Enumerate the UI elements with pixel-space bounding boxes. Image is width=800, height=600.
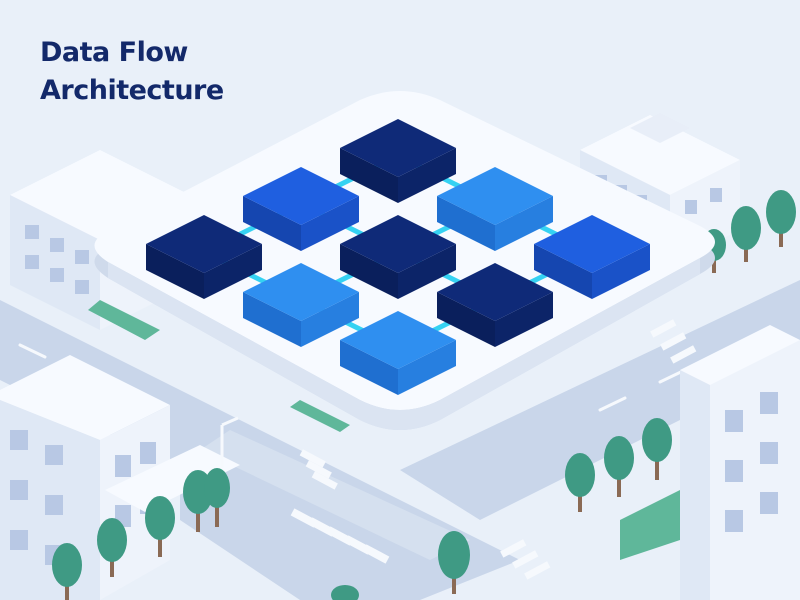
block-side-right	[398, 340, 456, 395]
server-block	[340, 311, 456, 395]
block-top	[340, 311, 456, 369]
block-top	[437, 167, 553, 225]
server-blocks	[146, 119, 650, 395]
block-side-left	[437, 196, 495, 251]
title-line-2: Architecture	[40, 75, 224, 106]
street-lamp	[220, 416, 239, 468]
block-side-left	[437, 292, 495, 347]
block-side-right	[301, 196, 359, 251]
block-side-left	[243, 196, 301, 251]
block-side-right	[495, 292, 553, 347]
block-top	[340, 215, 456, 273]
server-block	[437, 263, 553, 347]
server-block	[340, 119, 456, 203]
block-side-right	[398, 244, 456, 299]
block-side-left	[146, 244, 204, 299]
block-side-right	[398, 148, 456, 203]
server-block	[146, 215, 262, 299]
block-side-right	[495, 196, 553, 251]
block-top	[243, 263, 359, 321]
block-side-right	[204, 244, 262, 299]
block-top	[146, 215, 262, 273]
block-side-right	[301, 292, 359, 347]
block-side-left	[534, 244, 592, 299]
block-top	[437, 263, 553, 321]
server-block	[340, 215, 456, 299]
diagram-title: Data Flow Architecture	[40, 34, 224, 110]
trees	[52, 190, 796, 600]
block-top	[243, 167, 359, 225]
block-top	[340, 119, 456, 177]
server-block	[534, 215, 650, 299]
block-side-left	[340, 244, 398, 299]
block-side-left	[340, 148, 398, 203]
block-side-right	[592, 244, 650, 299]
server-block	[437, 167, 553, 251]
block-top	[534, 215, 650, 273]
title-line-1: Data Flow	[40, 37, 188, 68]
server-block	[243, 263, 359, 347]
block-side-left	[243, 292, 301, 347]
server-block	[243, 167, 359, 251]
block-side-left	[340, 340, 398, 395]
